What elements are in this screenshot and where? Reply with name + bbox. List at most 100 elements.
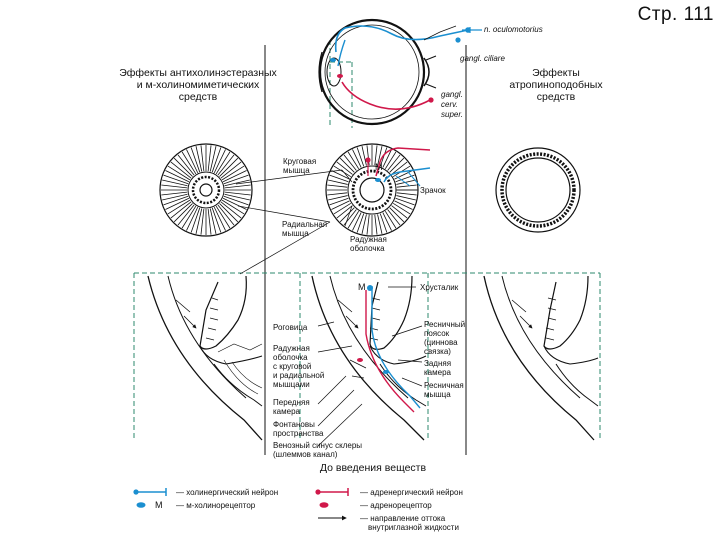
radial-ray <box>163 174 189 185</box>
radial-ray <box>219 157 239 177</box>
radial-ray <box>221 199 245 215</box>
radial-ray <box>396 192 417 196</box>
radial-ray <box>195 146 203 172</box>
radial-ray <box>211 207 222 233</box>
label-anterior-1: Передняя <box>273 398 310 407</box>
heading-right: Эффекты атропиноподобных средств <box>509 67 603 103</box>
radial-ray <box>394 170 413 180</box>
legend-icons <box>133 488 349 521</box>
radial-ray <box>224 179 250 187</box>
radial-ray <box>391 205 408 219</box>
radial-ray <box>356 147 365 167</box>
radial-ray <box>167 165 191 181</box>
label-radial-muscle-2: мышца <box>282 229 309 238</box>
radial-ray <box>379 213 388 233</box>
radial-ray <box>396 184 417 188</box>
radial-ray <box>396 179 416 185</box>
radial-ray <box>207 145 212 172</box>
radial-ray <box>343 154 357 171</box>
radial-ray <box>377 214 383 234</box>
label-venous-2: (шлеммов канал) <box>273 450 338 459</box>
label-radial-muscle-1: Радиальная <box>282 220 328 229</box>
label-iris-sec-5: мышцами <box>273 380 310 389</box>
legend-outflow-2: внутриглазной жидкости <box>368 523 459 532</box>
radial-ray <box>173 157 193 177</box>
radial-ray <box>222 170 247 183</box>
radial-ray <box>213 206 226 231</box>
radial-ray <box>339 207 355 223</box>
label-iris-sec-4: и радиальной <box>273 371 325 380</box>
anterior-section-left <box>147 275 263 441</box>
anterior-section-middle <box>311 275 427 441</box>
label-zonule-2: поясок <box>424 329 450 338</box>
radial-ray <box>217 204 235 226</box>
radial-ray <box>379 147 388 167</box>
label-iris-sec-3: с круговой <box>273 362 312 371</box>
label-posterior-1: Задняя <box>424 359 452 368</box>
label-cornea: Роговица <box>273 323 308 332</box>
label-ciliary-1: Ресничная <box>424 381 464 390</box>
radial-ray <box>366 214 370 235</box>
label-ciliary-2: мышца <box>424 390 451 399</box>
radial-ray <box>391 161 408 175</box>
legend-adrenergic-neuron: — адренергический нейрон <box>360 488 463 497</box>
radial-ray <box>167 199 191 215</box>
label-gangl-ciliare: gangl. ciliare <box>460 54 505 63</box>
radial-ray <box>374 214 378 235</box>
radial-ray <box>331 200 350 210</box>
radial-ray <box>327 184 348 188</box>
dashed-frame <box>133 40 601 440</box>
radial-ray <box>207 208 212 235</box>
radial-ray <box>333 202 352 215</box>
radial-ray <box>161 191 188 196</box>
label-pupil: Зрачок <box>420 186 446 195</box>
radial-ray <box>165 170 190 183</box>
radial-ray <box>170 161 192 179</box>
radial-ray <box>190 147 201 173</box>
radial-ray <box>223 174 249 185</box>
radial-ray <box>222 197 247 210</box>
label-iris-sec-1: Радужная <box>273 344 310 353</box>
radial-ray <box>224 193 250 201</box>
radial-ray <box>329 174 349 183</box>
radial-ray <box>382 212 392 231</box>
label-oculomotorius: n. oculomotorius <box>484 25 543 34</box>
radial-ray <box>200 208 205 235</box>
radial-ray <box>219 203 239 223</box>
label-anterior-2: камера <box>273 407 300 416</box>
radial-ray <box>181 205 197 229</box>
radial-ray <box>384 210 397 229</box>
iris-middle <box>325 143 431 237</box>
radial-ray <box>163 195 189 206</box>
bottom-title: До введения веществ <box>319 462 427 474</box>
radial-ray <box>387 154 401 171</box>
radial-ray <box>215 151 231 175</box>
radial-ray <box>356 213 365 233</box>
radial-ray <box>162 179 188 187</box>
legend-adrenoreceptor: — адренорецептор <box>360 501 432 510</box>
radial-ray <box>224 191 251 196</box>
label-gangl-cerv-2: cerv. <box>441 100 458 109</box>
label-gangl-cerv-1: gangl. <box>441 90 463 99</box>
legend-cholinergic-neuron: — холинергический нейрон <box>176 488 279 497</box>
radial-ray <box>328 195 348 201</box>
radial-ray <box>389 157 405 173</box>
label-gangl-cerv-3: super. <box>441 110 463 119</box>
radial-ray <box>186 149 199 174</box>
radial-ray <box>374 145 378 166</box>
radial-ray <box>394 200 413 210</box>
radial-ray <box>217 154 235 176</box>
label-fontana-2: пространства <box>273 429 324 438</box>
radial-ray <box>387 209 401 226</box>
radial-ray <box>339 157 355 173</box>
radial-ray <box>327 192 348 196</box>
label-posterior-2: камера <box>424 368 451 377</box>
radial-ray <box>213 149 226 174</box>
radial-ray <box>162 193 188 201</box>
label-iris-m: M <box>375 162 383 172</box>
radial-ray <box>329 197 349 206</box>
legend-outflow-1: — направление оттока <box>360 514 446 523</box>
radial-ray <box>190 207 201 233</box>
label-iris-membrane-2: оболочка <box>350 244 385 253</box>
page-number: Стр. 111 <box>637 4 714 25</box>
